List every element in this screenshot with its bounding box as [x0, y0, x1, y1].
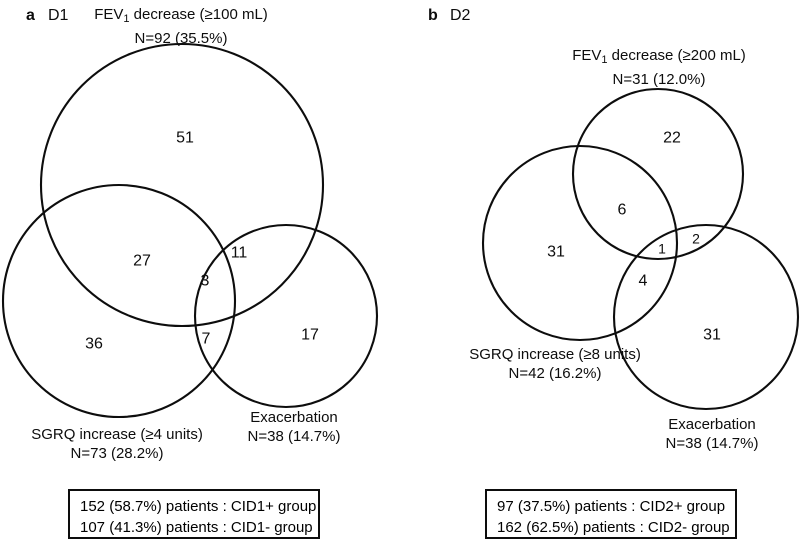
panel-a-label-exacerbation-name: Exacerbation — [250, 409, 338, 426]
panel-a-label-fev1-n: N=92 (35.5%) — [134, 30, 228, 48]
panel-b-label-fev1-line1: FEV1 decrease (≥200 mL) — [572, 47, 746, 67]
panel-a-label-exacerbation: Exacerbation N=38 (14.7%) — [248, 408, 341, 446]
panel-b-summary-line2: 162 (62.5%) patients : CID2- group — [497, 519, 730, 536]
circle-fev1-decrease-b — [571, 87, 745, 261]
panel-b-count-sgrq-only: 31 — [547, 243, 565, 261]
panel-b-label-fev1-n: N=31 (12.0%) — [612, 71, 706, 89]
panel-a-label-fev1-subscript: 1 — [123, 13, 130, 26]
panel-a-summary-line1: 152 (58.7%) patients : CID1+ group — [80, 498, 317, 515]
panel-b-label-sgrq-name: SGRQ increase (≥8 units) — [469, 346, 641, 363]
panel-a-label-fev1-suffix: decrease (≥100 mL) — [129, 6, 268, 23]
panel-a-summary-line2: 107 (41.3%) patients : CID1- group — [80, 519, 313, 536]
panel-a-count-fev1-exacerbation: 11 — [230, 244, 248, 262]
panel-b-count-all-three: 1 — [658, 240, 666, 257]
panel-a-letter: a — [26, 7, 35, 24]
panel-a-label-fev1: FEV1 decrease (≥100 mL) N=92 (35.5%) — [94, 5, 268, 48]
panel-a-count-sgrq-exacerbation: 7 — [201, 330, 211, 348]
panel-a-label-exacerbation-n: N=38 (14.7%) — [247, 428, 341, 445]
circle-exacerbation-b — [612, 223, 800, 411]
panel-a-count-fev1-sgrq: 27 — [133, 252, 151, 270]
panel-a-label-sgrq: SGRQ increase (≥4 units) N=73 (28.2%) — [31, 425, 203, 463]
panel-a-id: D1 — [48, 7, 69, 24]
panel-b-venn-circles — [481, 87, 800, 411]
panel-a-d1: a D1 FEV1 decrease (≥100 mL) N=92 (35.5%… — [1, 5, 379, 539]
panel-b-label-fev1: FEV1 decrease (≥200 mL) N=31 (12.0%) — [572, 46, 746, 89]
circle-sgrq-increase-a — [1, 183, 237, 419]
panel-b-letter: b — [428, 7, 438, 24]
panel-a-count-exacerbation-only: 17 — [301, 326, 319, 344]
panel-b-label-exacerbation-n: N=38 (14.7%) — [665, 435, 759, 452]
panel-b-label-exacerbation: Exacerbation N=38 (14.7%) — [666, 415, 759, 453]
panel-b-summary-line1: 97 (37.5%) patients : CID2+ group — [497, 498, 726, 515]
panel-b-summary-box: 97 (37.5%) patients : CID2+ group 162 (6… — [485, 489, 737, 539]
panel-b-label-fev1-suffix: decrease (≥200 mL) — [607, 47, 746, 64]
panel-b-d2: b D2 FEV1 decrease (≥200 mL) N=31 (12.0%… — [400, 0, 800, 546]
panel-a-label-fev1-prefix: FEV — [94, 6, 124, 23]
panel-a-count-fev1-only: 51 — [176, 129, 194, 147]
panel-b-label-sgrq-n: N=42 (16.2%) — [508, 365, 602, 382]
panel-a-count-sgrq-only: 36 — [85, 335, 103, 353]
panel-b-label-exacerbation-name: Exacerbation — [668, 416, 756, 433]
circle-sgrq-increase-b — [481, 144, 679, 342]
panel-a-venn-circles — [1, 42, 379, 419]
circle-exacerbation-a — [193, 223, 379, 409]
panel-a-label-sgrq-name: SGRQ increase (≥4 units) — [31, 426, 203, 443]
panel-a-label-sgrq-n: N=73 (28.2%) — [70, 445, 164, 462]
panel-b-count-sgrq-exacerbation: 4 — [638, 272, 648, 290]
circle-fev1-decrease-a — [39, 42, 325, 328]
panel-b-count-exacerbation-only: 31 — [703, 326, 721, 344]
panel-b-count-fev1-only: 22 — [663, 129, 681, 147]
panel-a-summary-box: 152 (58.7%) patients : CID1+ group 107 (… — [68, 489, 320, 539]
panel-b-count-fev1-exacerbation: 2 — [692, 230, 700, 247]
panel-b-label-fev1-prefix: FEV — [572, 47, 602, 64]
panel-b-id: D2 — [450, 7, 471, 24]
panel-a-label-fev1-line1: FEV1 decrease (≥100 mL) — [94, 6, 268, 26]
panel-b-count-fev1-sgrq: 6 — [617, 201, 627, 219]
panel-a-count-all-three: 3 — [200, 272, 210, 290]
panel-b-label-fev1-subscript: 1 — [601, 54, 608, 67]
panel-b-label-sgrq: SGRQ increase (≥8 units) N=42 (16.2%) — [469, 345, 641, 383]
